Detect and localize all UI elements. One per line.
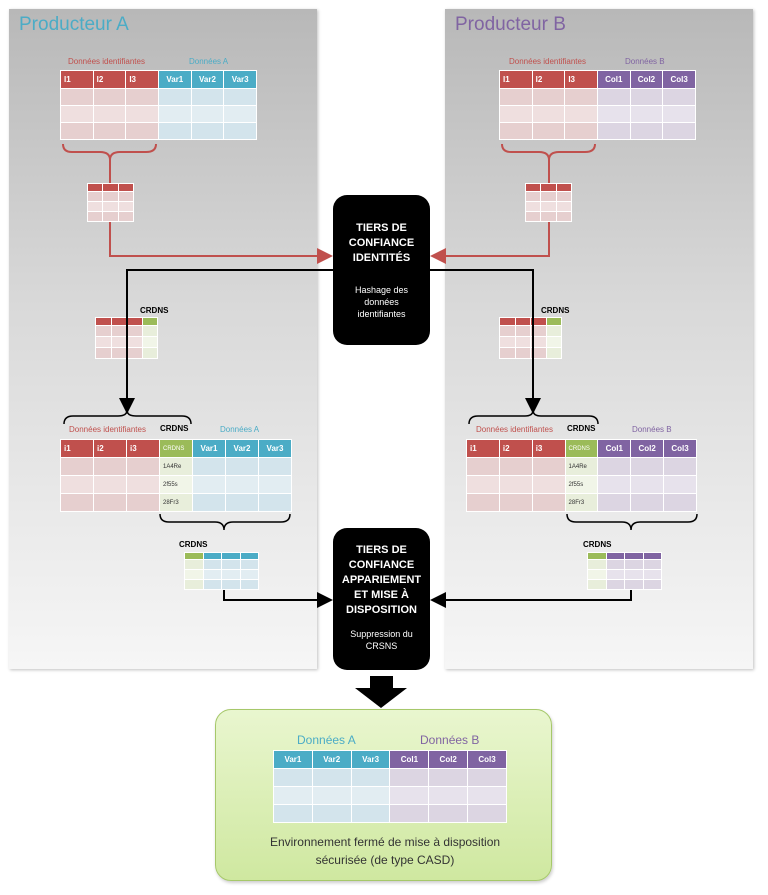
label-donnees-identifiantes-a: Données identifiantes [68,57,145,66]
tiers-appariement-subtitle: Suppression du CRSNS [350,629,413,651]
env-caption: Environnement fermé de mise à dispositio… [269,835,501,867]
brace-a-mid-bottom [159,513,291,531]
col-header: Col3 [467,750,507,769]
brace-b-mid-top [468,409,599,425]
col-header: i3 [126,439,160,458]
crdns-value: 1A4Re [564,457,599,476]
col-header: Var3 [350,750,391,769]
producer-a-identifier-extract [86,183,135,222]
col-header: i2 [93,439,127,458]
arrow-b-to-tiers-identites [430,222,550,264]
tiers-confiance-appariement: TIERS DE CONFIANCE APPARIEMENT ET MISE À… [333,528,430,670]
col-header: Col1 [389,750,430,769]
col-header: i2 [498,439,533,458]
col-header: CRDNS [564,439,599,458]
col-header: I3 [125,70,159,89]
label-donnees-identifiantes-b-mid: Données identifiantes [476,425,553,434]
producer-a-title: Producteur A [19,14,129,35]
producer-b-title: Producteur B [455,14,566,35]
label-donnees-identifiantes-a-mid: Données identifiantes [69,425,146,434]
producer-b-hash-table [499,317,562,359]
producer-a-source-table: I1 I2 I3 Var1 Var2 Var3 [60,70,257,140]
crdns-value: 28Fr3 [159,493,193,512]
env-label-donnees-a: Données A [297,733,356,747]
col-header: Var2 [311,750,352,769]
producer-b-identifier-extract [524,183,573,222]
col-header: I2 [531,70,566,89]
label-donnees-identifiantes-b: Données identifiantes [509,57,586,66]
arrow-b-to-tiers-appariement [430,590,632,608]
arrow-a-to-tiers-identites [109,222,333,264]
brace-b-mid-bottom [566,513,698,531]
label-donnees-b-mid: Données B [632,425,672,434]
crdns-label-a-mid: CRDNS [160,424,189,433]
col-header: Var3 [223,70,257,89]
producer-b-source-table: I1 I2 I3 Col1 Col2 Col3 [499,70,696,140]
tiers-appariement-title: TIERS DE CONFIANCE APPARIEMENT ET MISE À… [341,544,422,616]
env-label-donnees-b: Données B [420,733,480,747]
producer-a-hash-table [95,317,158,359]
arrow-tiers-to-a-mid [119,269,333,414]
col-header: Var2 [190,70,225,89]
brace-a-identifiers [62,143,157,161]
crdns-value: 2f55s [564,475,599,494]
col-header: CRDNS [159,439,193,458]
tiers-identites-subtitle: Hashage des données identifiantes [354,285,409,319]
producer-a-merged-table: i1 i2 i3 CRDNS Var1 Var2 Var3 1A4Re 2f55… [60,439,292,512]
big-down-arrow [355,676,407,708]
crdns-value: 28Fr3 [564,493,599,512]
tiers-confiance-identites: TIERS DE CONFIANCE IDENTITÉS Hashage des… [333,195,430,345]
col-header: Col3 [662,70,696,89]
col-header: Col3 [663,439,697,458]
label-donnees-a: Données A [189,57,229,66]
final-dataset-table: Var1 Var2 Var3 Col1 Col2 Col3 [273,750,507,823]
arrow-tiers-to-b-mid [430,269,541,414]
col-header: Var1 [192,439,226,458]
col-header: i1 [466,439,500,458]
tiers-identites-title: TIERS DE CONFIANCE IDENTITÉS [348,222,415,264]
label-donnees-a-mid: Données A [220,425,260,434]
col-header: Var2 [225,439,259,458]
brace-a-mid-top [63,409,192,425]
crdns-label-b-extract: CRDNS [583,540,612,549]
crdns-label-b-mid: CRDNS [567,424,596,433]
col-header: Col1 [597,439,632,458]
col-header: Var1 [157,70,192,89]
label-donnees-b: Données B [625,57,665,66]
producer-a-data-extract [184,552,259,590]
col-header: i1 [60,439,94,458]
crdns-label-b-hash: CRDNS [541,306,570,315]
producer-b-data-extract [587,552,662,590]
crdns-label-a-extract: CRDNS [179,540,208,549]
crdns-label-a-hash: CRDNS [140,306,169,315]
col-header: I1 [499,70,533,89]
brace-b-identifiers [501,143,596,161]
arrow-a-to-tiers-appariement [223,590,333,608]
producer-b-merged-table: i1 i2 i3 CRDNS Col1 Col2 Col3 1A4Re 2f55… [466,439,697,512]
